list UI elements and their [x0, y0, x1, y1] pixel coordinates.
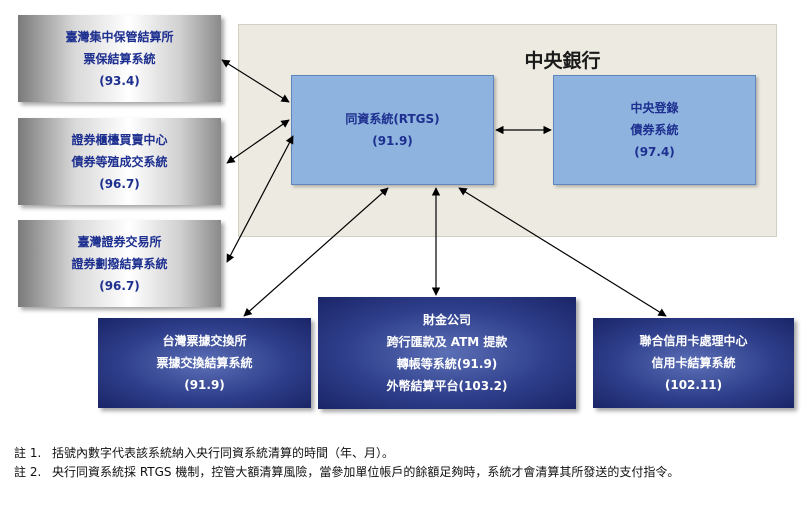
otc-box: 證券櫃檯買賣中心 債券等殖成交系統 (96.7)	[18, 118, 221, 205]
tdcc-name: 臺灣集中保管結算所	[65, 29, 174, 44]
cb-registry-box: 中央登錄 債券系統 (97.4)	[553, 75, 756, 185]
nccc-box: 聯合信用卡處理中心 信用卡結算系統 (102.11)	[593, 318, 794, 408]
nccc-date: (102.11)	[664, 378, 723, 392]
twse-box: 臺灣證券交易所 證券劃撥結算系統 (96.7)	[18, 220, 221, 307]
arrow-tdcc-rtgs	[221, 59, 290, 103]
clearing-house-name: 台灣票據交換所	[162, 334, 247, 348]
cb-registry-name: 中央登錄	[630, 101, 679, 115]
arrow-twse-rtgs	[226, 135, 294, 263]
nccc-name: 聯合信用卡處理中心	[639, 334, 748, 348]
footnote-1-text: 括號內數字代表該系統納入央行同資系統清算的時間（年、月）。	[52, 446, 395, 460]
arrow-nccc-rtgs	[458, 187, 667, 317]
footnote-1: 註 1. 括號內數字代表該系統納入央行同資系統清算的時間（年、月）。	[14, 444, 794, 463]
nccc-system: 信用卡結算系統	[651, 356, 736, 370]
clearing-house-box: 台灣票據交換所 票據交換結算系統 (91.9)	[98, 318, 311, 408]
arrow-clearing-rtgs	[243, 187, 389, 317]
fisc-system-3: 外幣結算平台(103.2)	[386, 379, 508, 393]
clearing-house-date: (91.9)	[184, 378, 225, 392]
twse-system: 證券劃撥結算系統	[71, 256, 168, 271]
clearing-house-system: 票據交換結算系統	[156, 356, 253, 370]
footnote-2: 註 2. 央行同資系統採 RTGS 機制，控管大額清算風險，當參加單位帳戶的餘額…	[14, 463, 794, 482]
footnote-1-label: 註 1.	[14, 446, 42, 460]
tdcc-date: (93.4)	[99, 73, 140, 88]
fisc-system-1: 跨行匯款及 ATM 提款	[386, 335, 508, 349]
arrow-otc-rtgs	[226, 119, 290, 164]
tdcc-system: 票保結算系統	[83, 51, 156, 66]
central-bank-title: 中央銀行	[524, 50, 601, 72]
footnotes: 註 1. 括號內數字代表該系統納入央行同資系統清算的時間（年、月）。 註 2. …	[14, 444, 794, 482]
rtgs-name: 同資系統(RTGS)	[345, 112, 440, 126]
rtgs-box: 同資系統(RTGS) (91.9)	[291, 75, 494, 185]
tdcc-box: 臺灣集中保管結算所 票保結算系統 (93.4)	[18, 15, 221, 102]
otc-date: (96.7)	[99, 176, 140, 191]
footnote-2-label: 註 2.	[14, 465, 42, 479]
footnote-2-text: 央行同資系統採 RTGS 機制，控管大額清算風險，當參加單位帳戶的餘額足夠時，系…	[52, 465, 680, 479]
otc-system: 債券等殖成交系統	[71, 154, 168, 169]
cb-registry-date: (97.4)	[634, 145, 675, 159]
rtgs-date: (91.9)	[372, 134, 413, 148]
cb-registry-system: 債券系統	[630, 123, 679, 137]
fisc-system-2: 轉帳等系統(91.9)	[396, 357, 498, 371]
otc-name: 證券櫃檯買賣中心	[71, 132, 168, 147]
fisc-name: 財金公司	[422, 313, 471, 327]
twse-date: (96.7)	[99, 278, 140, 293]
twse-name: 臺灣證券交易所	[77, 234, 162, 249]
